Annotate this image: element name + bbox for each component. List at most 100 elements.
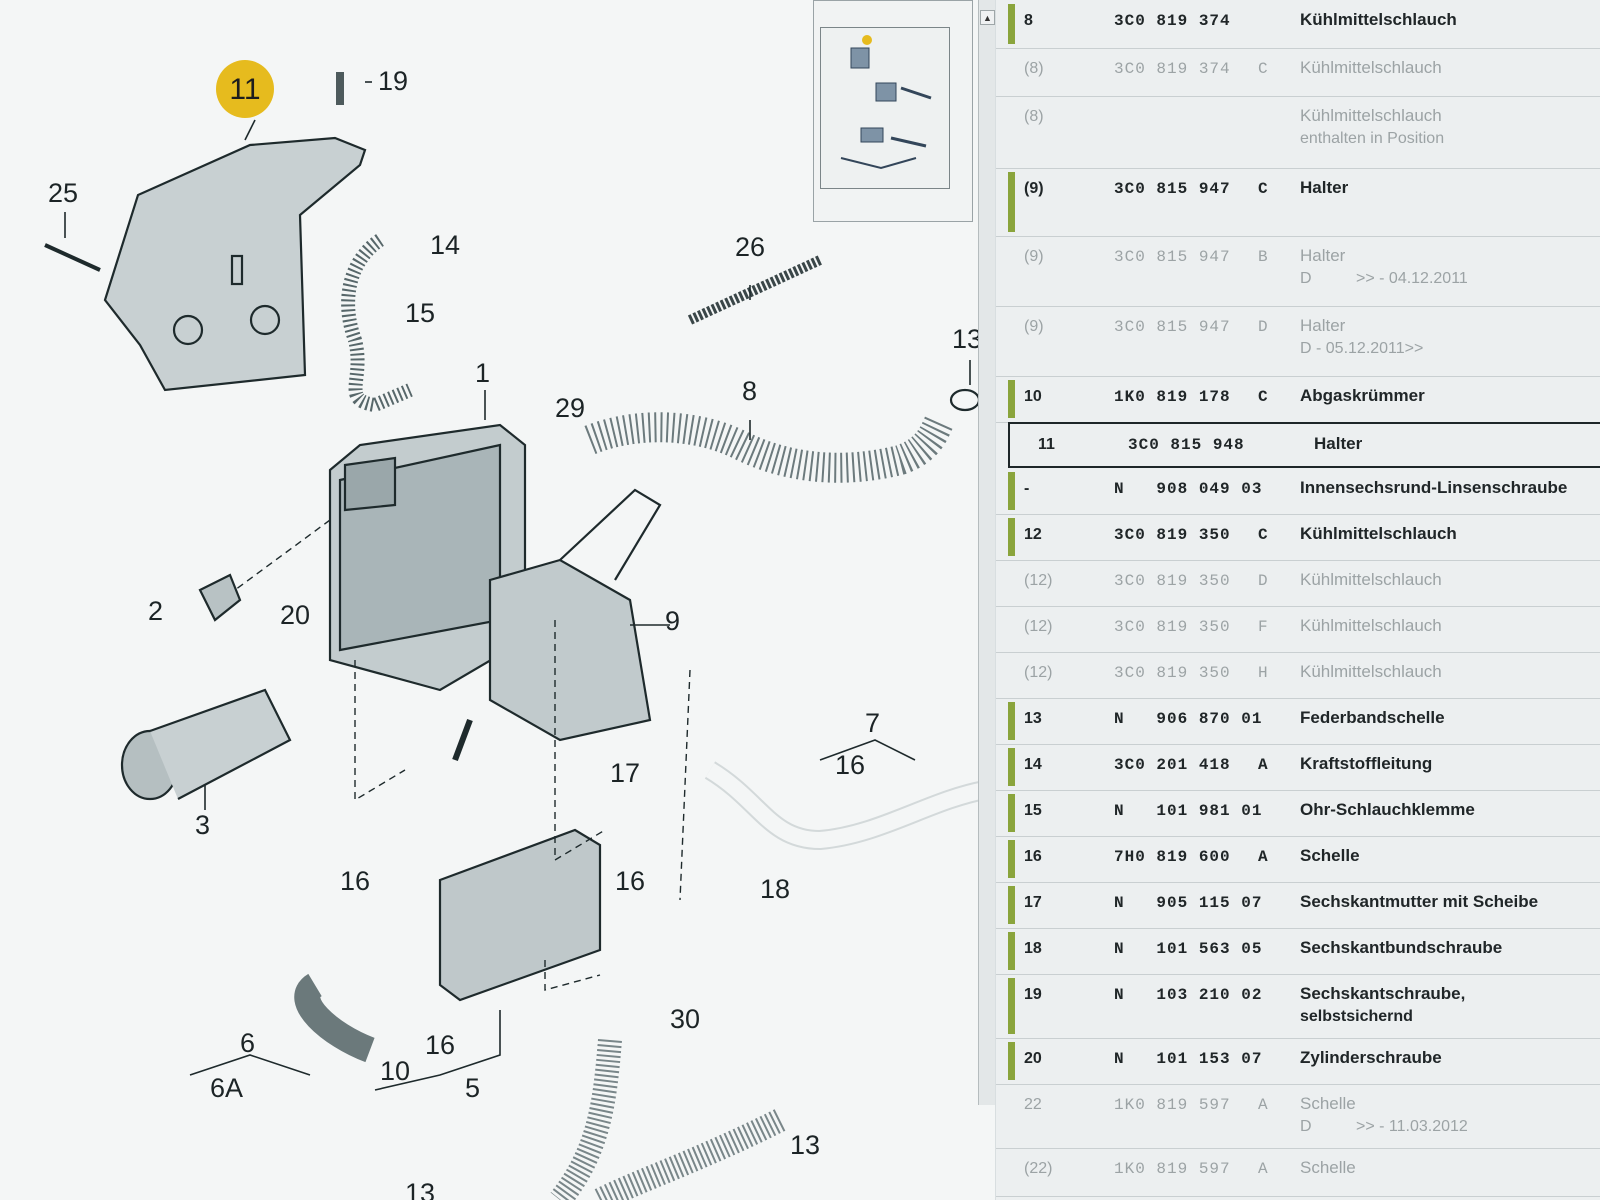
callout[interactable]: 10 [380,1056,411,1086]
callout[interactable]: 16 [835,750,866,780]
availability-marker [1008,518,1015,556]
callout[interactable]: 14 [430,230,461,260]
part-suffix-code: C [1258,388,1269,406]
part-suffix-code: D [1258,318,1269,336]
position-number: (22) [1024,1160,1053,1177]
part-name: Kühlmittelschlauch [1300,662,1442,681]
parts-row[interactable]: (8) 3C0 819 374 Kühlmittelschlauch C [996,48,1600,97]
callout[interactable]: 29 [555,393,586,423]
part-note: selbstsichernd [1300,1008,1413,1025]
callout[interactable]: 18 [760,874,791,904]
callout[interactable]: 16 [615,866,646,896]
part-name: Kühlmittelschlauch [1300,58,1442,77]
callout[interactable]: 6 [240,1028,256,1058]
callout[interactable]: 26 [735,232,766,262]
part-number: N 103 210 02 [1114,986,1263,1004]
part-suffix-code: B [1258,248,1269,266]
position-number: (9) [1024,318,1044,335]
part-suffix-code: D [1258,572,1269,590]
callout[interactable]: 7 [865,708,881,738]
position-number: (8) [1024,60,1044,77]
callout[interactable]: 30 [670,1004,701,1034]
scroll-up-icon[interactable]: ▲ [980,10,995,25]
callout[interactable]: 13 [790,1130,821,1160]
part-name: Schelle [1300,1094,1356,1113]
callout[interactable]: 16 [340,866,371,896]
thumbnail-viewport[interactable] [820,27,950,189]
availability-marker [1008,472,1015,510]
callout[interactable]: 1 [475,358,491,388]
part-suffix-code: C [1258,60,1269,78]
diagram-scrollbar[interactable]: ▲ [978,0,995,1105]
position-number: (9) [1024,248,1044,265]
callout[interactable]: 17 [610,758,641,788]
callout[interactable]: 8 [742,376,758,406]
callout-11-highlighted[interactable]: 11 [216,60,274,118]
availability-marker [1008,840,1015,878]
callout[interactable]: 5 [465,1073,481,1103]
callout[interactable]: 19 [378,66,409,96]
part-name: Kraftstoffleitung [1300,754,1433,773]
part-name: Schelle [1300,1158,1356,1177]
callout[interactable]: 2 [148,596,164,626]
callout[interactable]: 25 [48,178,79,208]
part-name: Halter [1300,316,1346,335]
availability-marker [1008,794,1015,832]
part-name: Halter [1300,246,1346,265]
part-number: 3C0 819 350 [1114,526,1231,544]
part-name: Sechskantschraube, [1300,984,1466,1003]
overview-thumbnail[interactable] [813,0,973,222]
part-name: Zylinderschraube [1300,1048,1442,1067]
callout[interactable]: 9 [665,606,681,636]
callout[interactable]: 13 [405,1178,436,1200]
callout[interactable]: 16 [425,1030,456,1060]
availability-marker [1008,172,1015,232]
callout[interactable]: 3 [195,810,211,840]
availability-marker [1008,978,1015,1034]
part-name: Innensechsrund-Linsenschraube [1300,478,1568,497]
part-number: N 906 870 01 [1114,710,1263,728]
callout[interactable]: 15 [405,298,436,328]
part-suffix-code: A [1258,1096,1269,1114]
part-note: D - 05.12.2011>> [1300,340,1424,357]
part-name: Sechskantbundschraube [1300,938,1503,957]
part-number: 3C0 819 374 [1114,12,1231,30]
callout[interactable]: 13 [952,324,983,354]
callout[interactable]: 20 [280,600,311,630]
part-number: 1K0 819 178 [1114,388,1231,406]
part-name: Federbandschelle [1300,708,1445,727]
position-number: - [1024,480,1030,497]
availability-marker [1008,1042,1015,1080]
position-number: 10 [1024,388,1042,405]
part-number: 3C0 819 374 [1114,60,1231,78]
part-suffix-code: C [1258,180,1269,198]
callout[interactable]: 6A [210,1073,244,1103]
part-number: 3C0 819 350 [1114,572,1231,590]
position-number: 15 [1024,802,1042,819]
part-number: N 101 563 05 [1114,940,1263,958]
exploded-diagram-pane[interactable]: 11 25 19 14 15 1 29 26 8 13 2 20 9 3 17 … [0,0,995,1200]
